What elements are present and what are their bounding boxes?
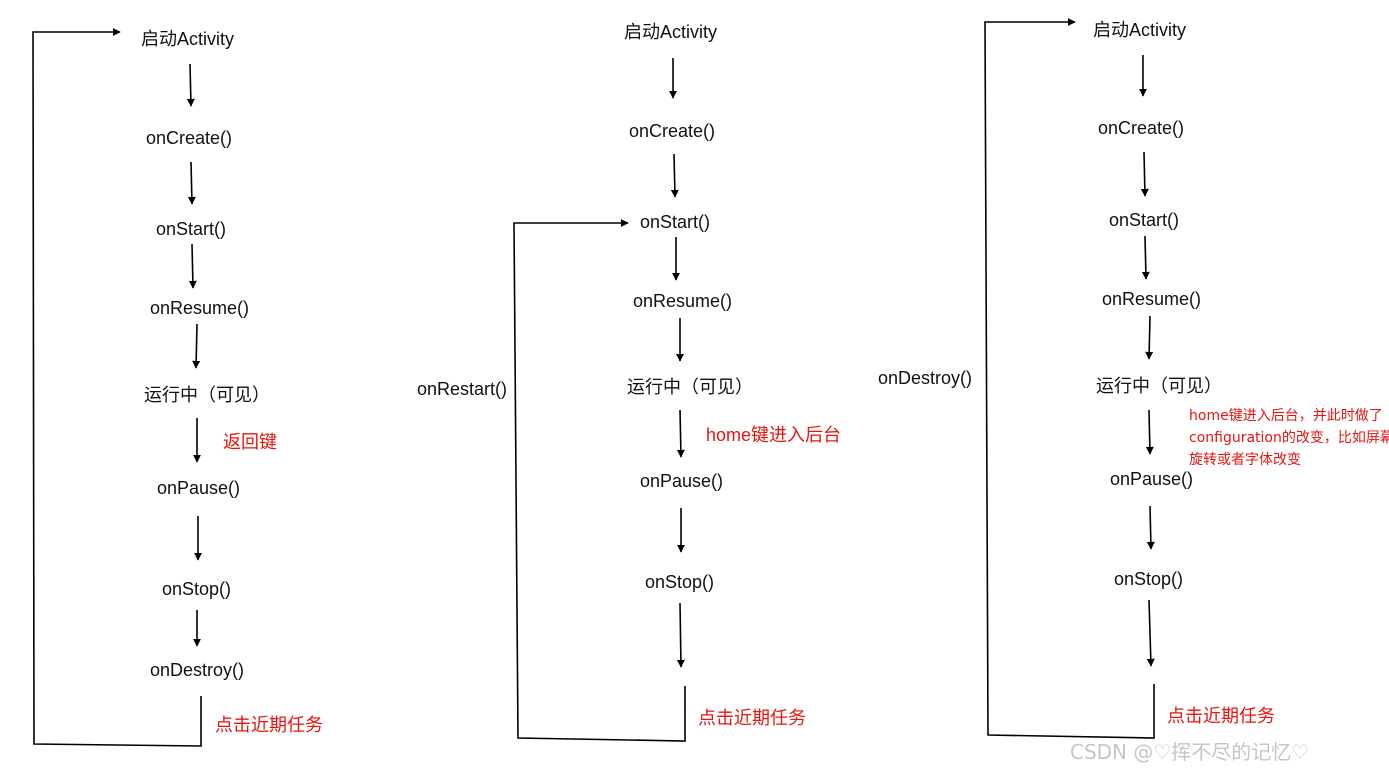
d1-step-onstop: onStop() bbox=[162, 579, 232, 599]
d2-start: 启动Activity bbox=[624, 22, 718, 42]
d1-loop-trigger: 点击近期任务 bbox=[215, 715, 323, 735]
d3-arrow-4 bbox=[1145, 315, 1154, 360]
d1-step-onstart: onStart() bbox=[156, 219, 227, 239]
d2-loop-line bbox=[513, 219, 686, 742]
d3-step-onstop: onStop() bbox=[1114, 569, 1184, 589]
d2-loop-label-onrestart: onRestart() bbox=[417, 379, 508, 399]
d1-step-oncreate: onCreate() bbox=[146, 128, 233, 148]
d1-trigger-back-key: 返回键 bbox=[223, 432, 277, 452]
d3-trigger-config-change: home键进入后台，并此时做了configuration的改变，比如屏幕旋转或者… bbox=[1189, 408, 1389, 468]
d3-arrow-3 bbox=[1141, 235, 1150, 280]
d1-arrow-3 bbox=[188, 243, 197, 289]
d2-arrow-2 bbox=[670, 153, 679, 198]
watermark: CSDN @♡挥不尽的记忆♡ bbox=[1070, 740, 1310, 764]
d2-step-onstop: onStop() bbox=[645, 572, 715, 592]
d2-step-onstart: onStart() bbox=[640, 212, 711, 232]
d3-loop-line bbox=[984, 18, 1155, 739]
d3-step-onresume: onResume() bbox=[1102, 289, 1202, 309]
d1-start: 启动Activity bbox=[141, 29, 235, 49]
d3-arrow-2 bbox=[1140, 151, 1149, 197]
d3-loop-label-ondestroy: onDestroy() bbox=[878, 368, 973, 388]
d3-arrow-7 bbox=[1146, 599, 1155, 667]
d3-step-oncreate: onCreate() bbox=[1098, 118, 1185, 138]
d2-step-onpause: onPause() bbox=[640, 471, 724, 491]
d1-loop-line bbox=[32, 28, 202, 747]
d2-step-onresume: onResume() bbox=[633, 291, 733, 311]
d3-start: 启动Activity bbox=[1093, 20, 1187, 40]
d3-step-running: 运行中（可见） bbox=[1096, 376, 1222, 396]
d2-step-running: 运行中（可见） bbox=[627, 377, 753, 397]
d1-step-running: 运行中（可见） bbox=[144, 385, 270, 405]
d2-step-oncreate: onCreate() bbox=[629, 121, 716, 141]
d1-arrow-1 bbox=[186, 63, 195, 107]
d1-step-onpause: onPause() bbox=[157, 478, 241, 498]
d2-arrow-7 bbox=[676, 602, 685, 668]
d3-step-onpause: onPause() bbox=[1110, 469, 1194, 489]
d2-trigger-home-key: home键进入后台 bbox=[706, 425, 842, 445]
d2-loop-trigger: 点击近期任务 bbox=[698, 708, 806, 728]
d1-step-ondestroy: onDestroy() bbox=[150, 660, 245, 680]
d1-arrow-4 bbox=[192, 323, 201, 369]
d3-arrow-5 bbox=[1145, 409, 1154, 455]
d1-step-onresume: onResume() bbox=[150, 298, 250, 318]
d2-arrow-5 bbox=[676, 409, 685, 458]
d1-arrow-2 bbox=[187, 161, 196, 205]
d3-step-onstart: onStart() bbox=[1109, 210, 1180, 230]
d3-arrow-6 bbox=[1146, 505, 1155, 550]
d3-loop-trigger: 点击近期任务 bbox=[1167, 706, 1275, 726]
